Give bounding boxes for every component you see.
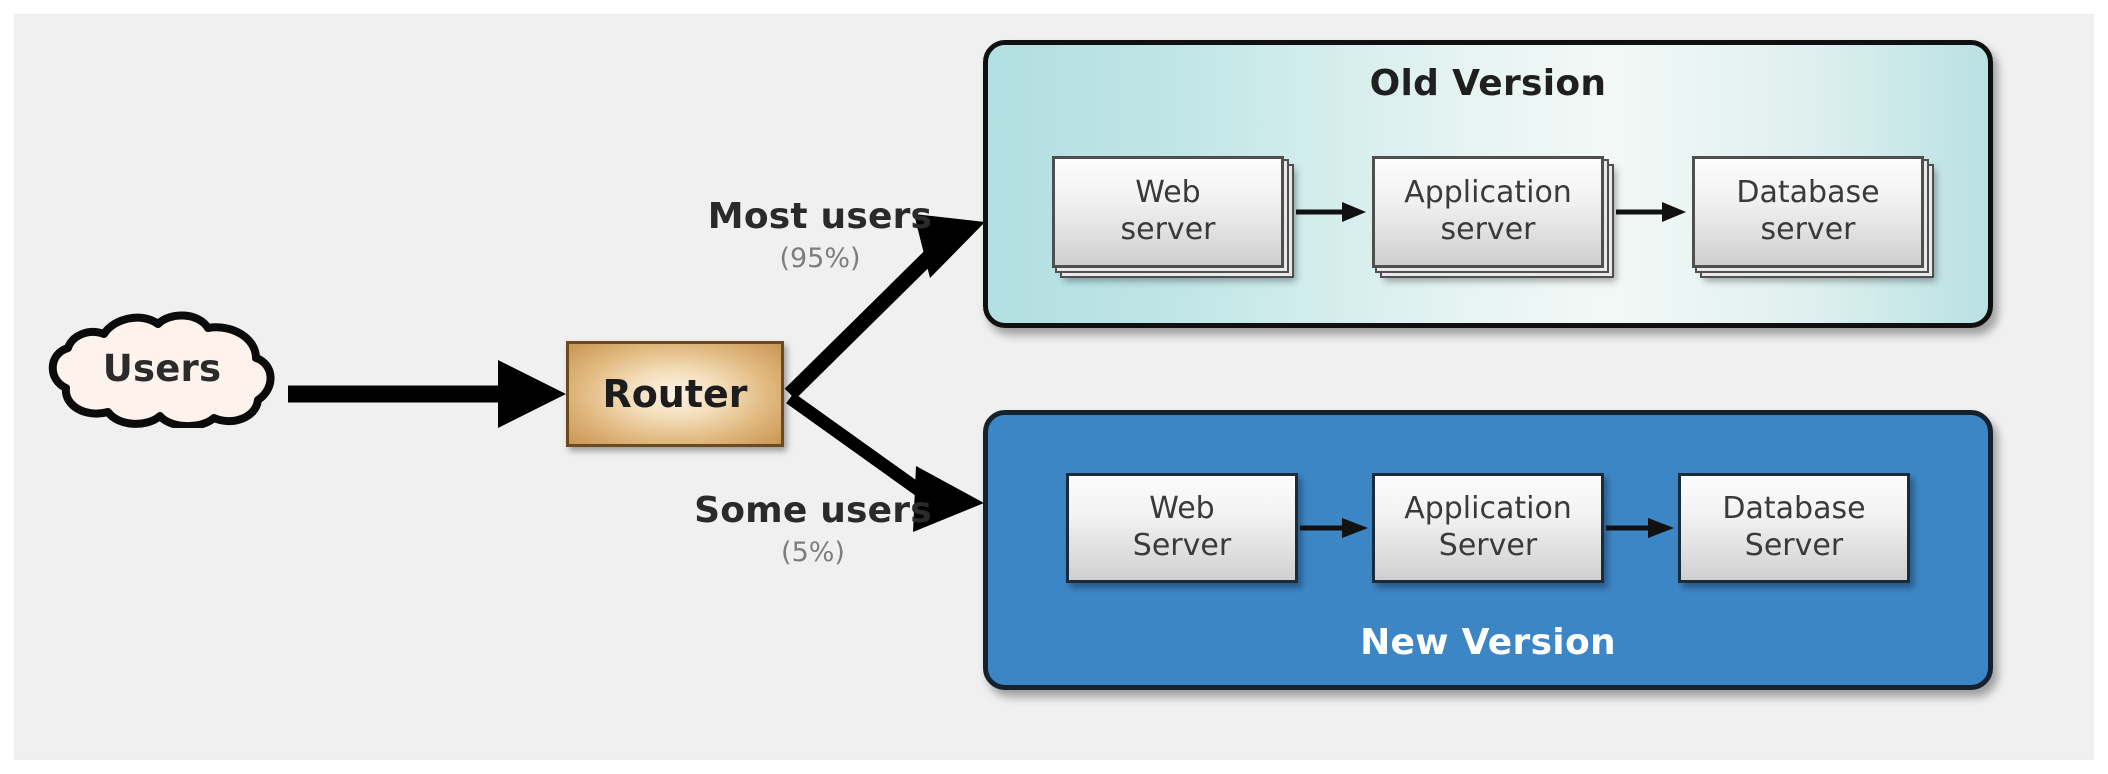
new-application-server-line2: Server	[1438, 528, 1538, 563]
connector-old-web-to-app	[1284, 199, 1372, 225]
new-database-server-line2: Server	[1744, 528, 1844, 563]
route-label-most-users: Most users (95%)	[690, 196, 950, 274]
new-web-server-line2: Server	[1132, 528, 1232, 563]
connector-new-app-to-db	[1604, 515, 1678, 541]
old-application-server-line1: Application	[1404, 175, 1572, 211]
new-database-server-node[interactable]: Database Server	[1678, 473, 1910, 583]
connector-old-app-to-db	[1604, 199, 1692, 225]
new-version-node-row: Web Server Application Server	[988, 453, 1988, 603]
route-most-percent: (95%)	[779, 243, 861, 274]
route-most-title: Most users	[707, 196, 933, 237]
old-version-node-row: Web server Application server	[988, 137, 1988, 287]
old-web-server-line2: server	[1120, 212, 1216, 247]
old-web-server-node[interactable]: Web server	[1052, 156, 1284, 268]
new-database-server-line1: Database	[1722, 491, 1866, 527]
new-application-server-line1: Application	[1404, 491, 1572, 527]
new-version-panel: Web Server Application Server	[983, 410, 1993, 690]
route-label-some-users: Some users (5%)	[678, 490, 948, 568]
new-version-title: New Version	[1360, 622, 1616, 663]
new-application-server-node[interactable]: Application Server	[1372, 473, 1604, 583]
old-database-server-node[interactable]: Database server	[1692, 156, 1924, 268]
new-web-server-line1: Web	[1149, 491, 1215, 527]
old-web-server-line1: Web	[1135, 175, 1201, 211]
old-application-server-line2: server	[1440, 212, 1536, 247]
users-cloud-icon	[42, 310, 282, 428]
old-application-server-node[interactable]: Application server	[1372, 156, 1604, 268]
connector-new-web-to-app	[1298, 515, 1372, 541]
new-web-server-node[interactable]: Web Server	[1066, 473, 1298, 583]
router-node[interactable]: Router	[566, 341, 784, 447]
route-some-title: Some users	[694, 490, 932, 531]
old-database-server-line2: server	[1760, 212, 1856, 247]
old-version-panel: Old Version Web server Application serve…	[983, 40, 1993, 328]
old-version-title: Old Version	[1369, 63, 1607, 104]
route-some-percent: (5%)	[781, 537, 845, 568]
old-database-server-line1: Database	[1736, 175, 1880, 211]
router-label: Router	[602, 372, 748, 416]
users-label: Users	[102, 347, 222, 390]
